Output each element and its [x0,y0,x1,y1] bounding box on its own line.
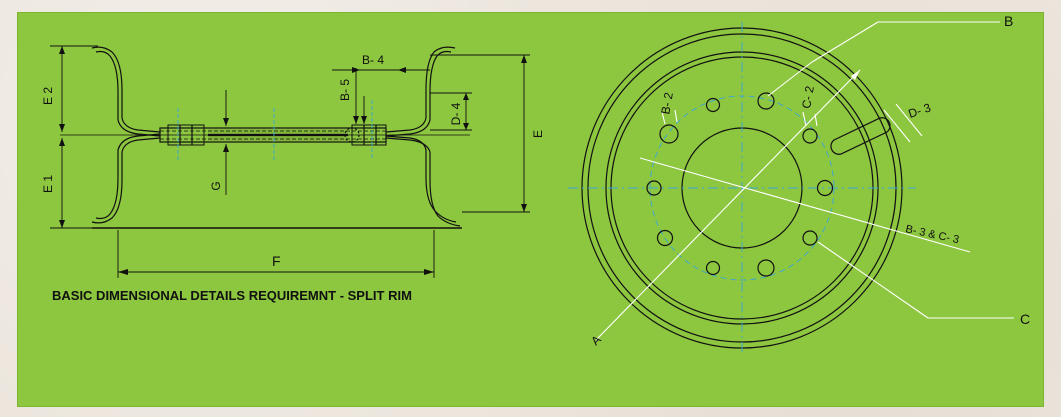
bolt-hole [656,229,674,247]
label-b: B [1004,13,1013,29]
bolt-hole [757,259,775,277]
label-b2: B- 2 [658,91,676,115]
lower-rim-left-profile-inner [95,133,161,220]
bolt-hole [646,180,662,196]
label-b4: B- 4 [362,53,384,67]
upper-rim-left-profile [91,46,161,133]
label-c: C [1020,311,1030,327]
label-d3: D- 3 [907,100,933,120]
label-g: G [209,181,223,190]
drawing-panel [17,12,1044,407]
lower-rim-right-profile [385,137,461,227]
bolt-hole [802,128,818,144]
upper-rim-right-profile [385,46,456,133]
label-e: E [531,130,545,138]
label-b3-c3: B- 3 & C- 3 [904,223,960,246]
label-b5: B- 5 [338,79,352,101]
lower-rim-right-profile-inner [385,135,457,223]
bolt-hole [816,179,834,197]
bolt-hole [757,92,775,110]
upper-rim-left-profile-inner [95,50,161,137]
label-d4: D- 4 [449,102,463,125]
bolt-hole [802,230,818,246]
rim-section-view [60,46,470,229]
label-f: F [272,253,281,269]
bolt-hole [705,97,721,113]
rim-front-view [568,22,916,356]
label-c2: C- 2 [799,85,817,110]
lower-rim-left-profile [91,137,161,224]
bolt-hole [659,124,679,144]
valve-slot [830,117,891,155]
label-e1: E 1 [41,175,55,193]
rim-dimensions [50,45,530,278]
front-view-leaders [595,21,1014,341]
bolt-hole [705,260,721,276]
label-e2: E 2 [41,87,55,105]
drawing-caption: BASIC DIMENSIONAL DETAILS REQUIREMNT - S… [52,288,412,303]
upper-rim-right-profile-inner [385,50,452,137]
